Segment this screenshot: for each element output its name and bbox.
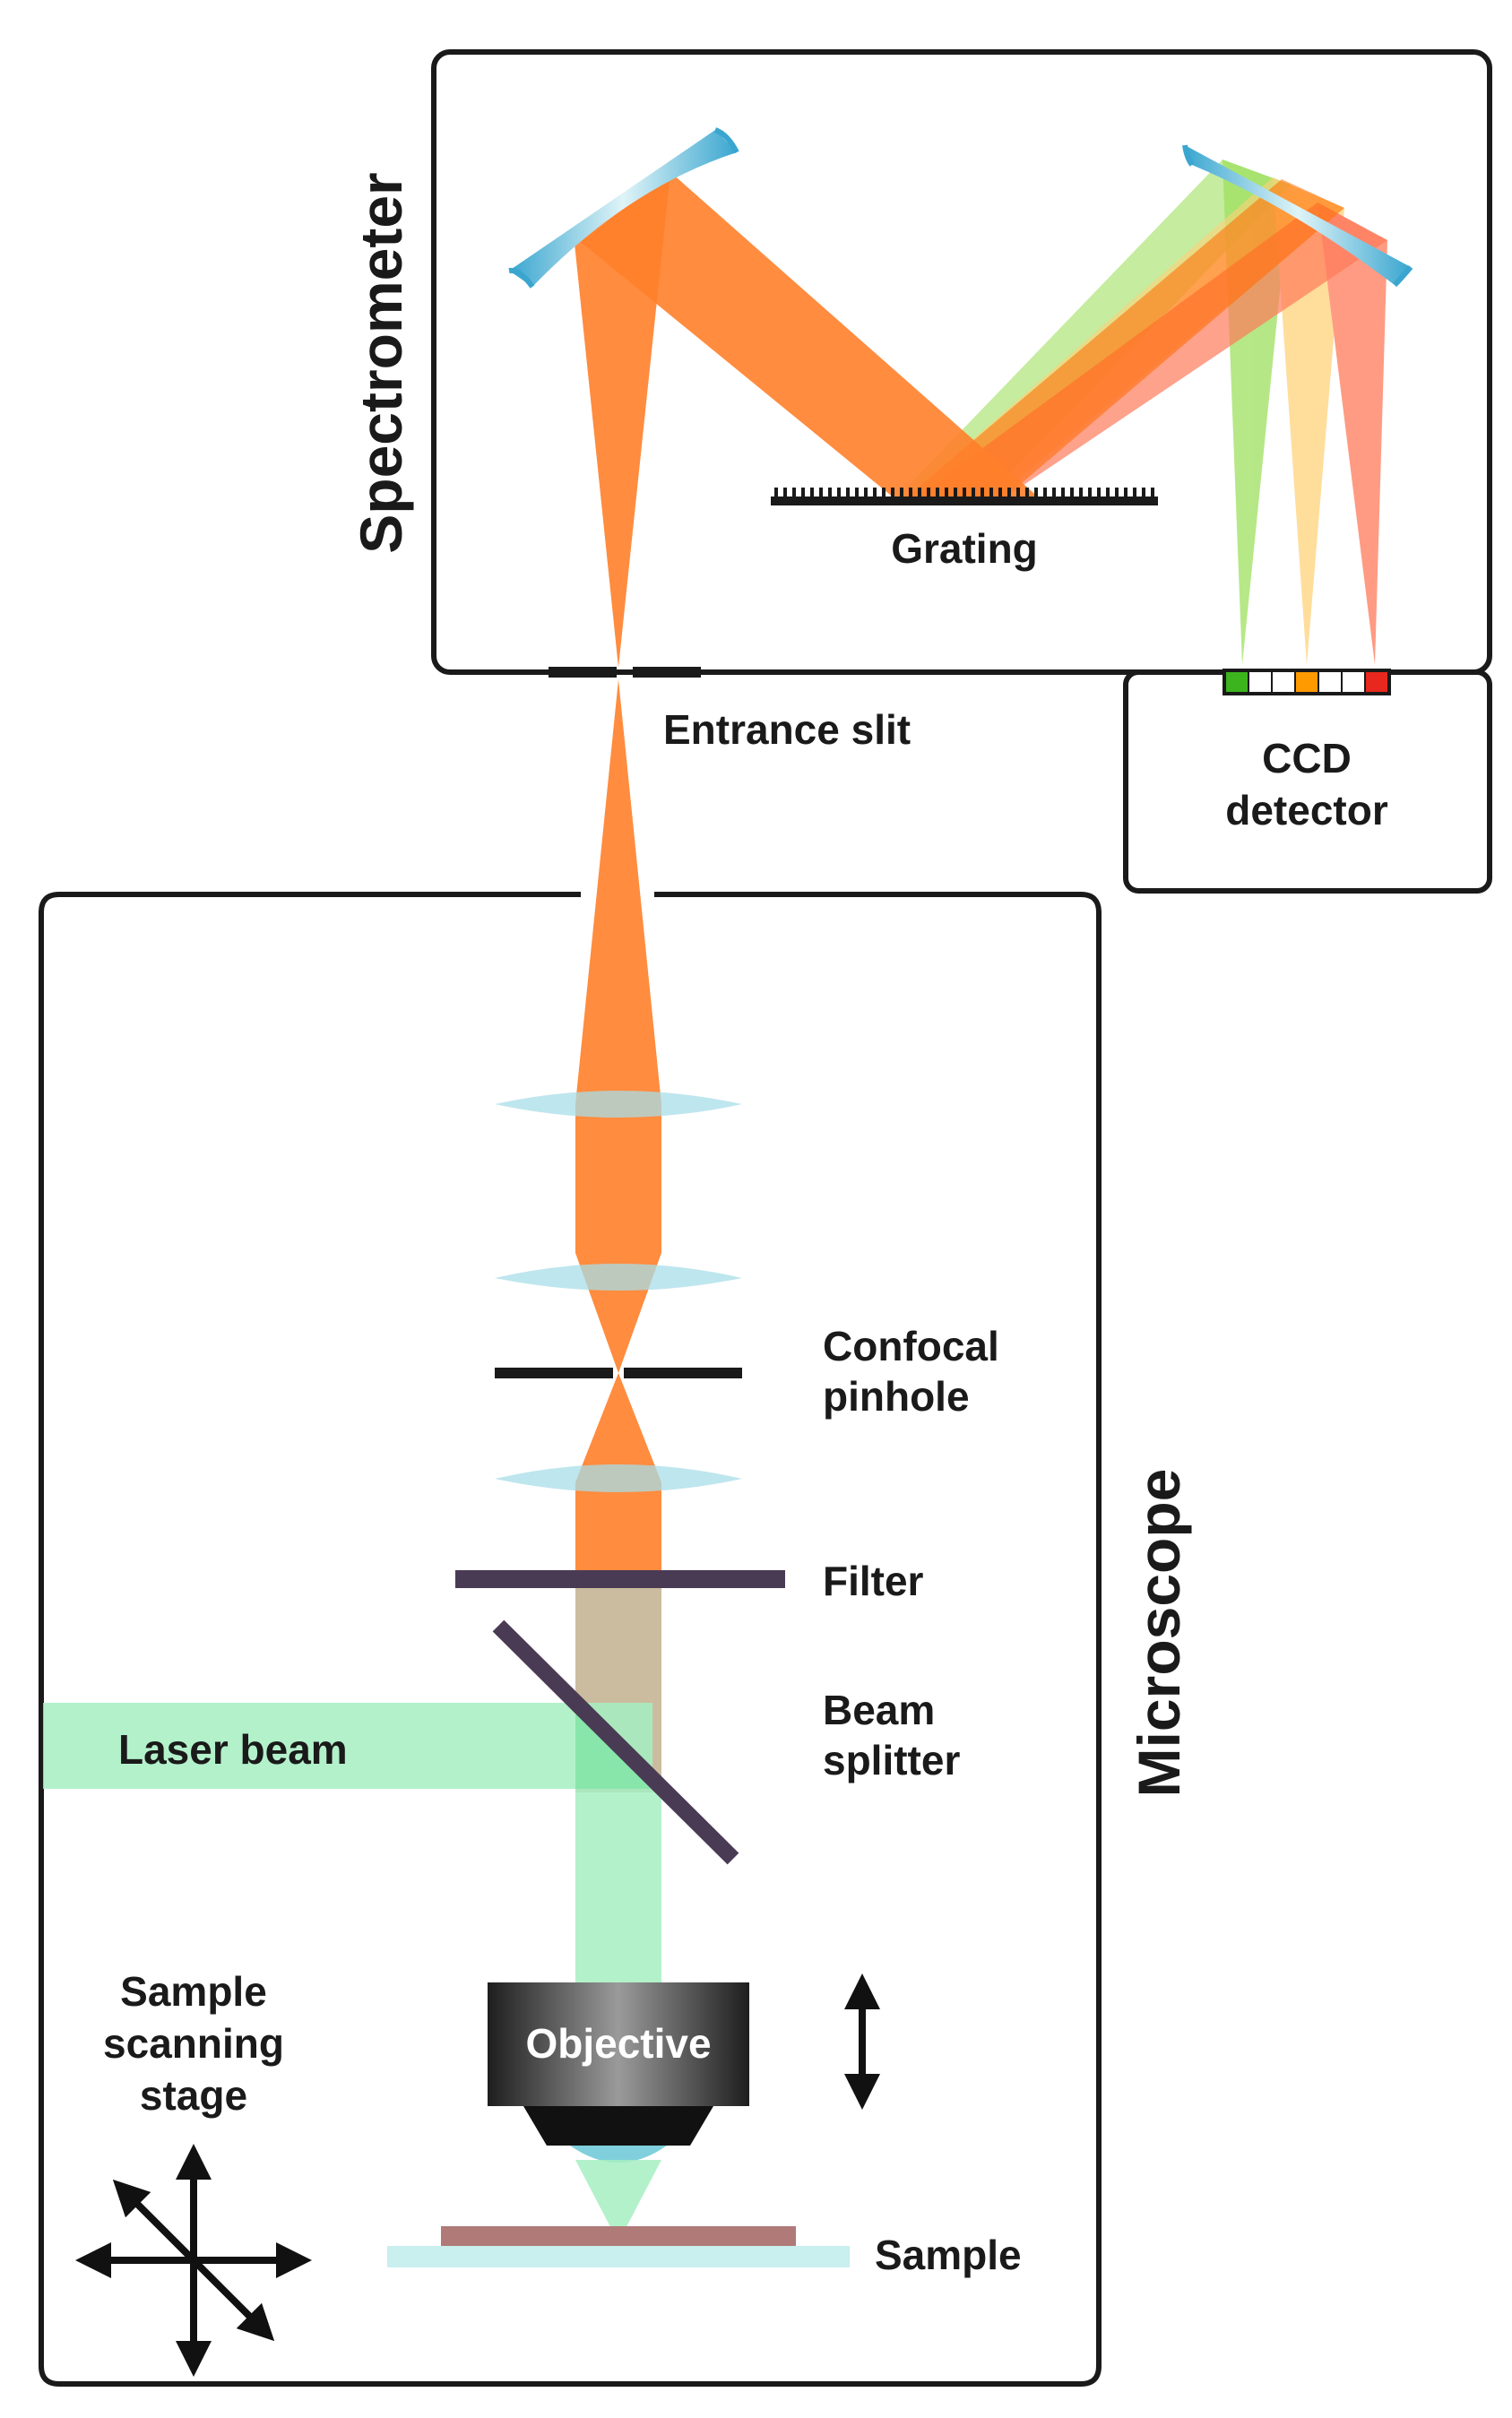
grating-label: Grating [891, 525, 1038, 572]
sample-slide [387, 2246, 850, 2267]
stage-label-line3: stage [140, 2072, 247, 2119]
objective [488, 1982, 749, 2242]
spectrometer-box [431, 49, 1492, 675]
ccd-pixel [1226, 672, 1248, 692]
confocal-label-line1: Confocal [823, 1323, 999, 1369]
laser-beam-label: Laser beam [118, 1726, 348, 1773]
beam-splitter [492, 1619, 739, 1865]
ccd-pixel [1319, 672, 1341, 692]
ccd-detector-box [1123, 669, 1492, 894]
entrance-cone-upper [574, 172, 670, 668]
laser-beam [43, 1703, 652, 1789]
ccd-pixel [1296, 672, 1318, 692]
ccd-label-line1: CCD [1262, 735, 1352, 782]
ccd-label-line2: detector [1225, 787, 1388, 833]
ccd-pixel [1249, 672, 1271, 692]
stage-label-line1: Sample [120, 1968, 267, 2015]
focus-cone-sample [575, 2160, 661, 2242]
entrance-slit-label: Entrance slit [663, 706, 911, 753]
collimated-beam [581, 172, 1040, 498]
collimated-beam-lower [575, 1482, 661, 1581]
red-ray [1318, 203, 1387, 665]
stage-label-line2: scanning [103, 2020, 284, 2067]
beam-splitter-label-line1: Beam [823, 1687, 935, 1733]
ccd-pixel [1273, 672, 1294, 692]
lenses [495, 1091, 742, 1492]
collimated-beam-upper [575, 1104, 661, 1253]
ccd-pixel [1366, 672, 1387, 692]
xyz-arrows-icon [75, 2144, 312, 2377]
entrance-cone-lower [575, 679, 661, 1104]
ccd-pixel [1343, 672, 1364, 692]
beam-splitter-label-line2: splitter [823, 1737, 960, 1783]
entrance-slit [549, 667, 701, 678]
grating-to-mirror-beams [896, 160, 1387, 498]
filter-label: Filter [823, 1558, 924, 1604]
lens-3 [495, 1464, 742, 1492]
lens-2 [495, 1264, 742, 1291]
filter-bar [455, 1570, 785, 1588]
microscope-box [39, 892, 1102, 2387]
sample [441, 2226, 796, 2246]
right-mirror [1182, 144, 1413, 288]
microscope-label: Microscope [1126, 1469, 1192, 1798]
left-mirror [508, 127, 739, 289]
spectrometer-label: Spectrometer [348, 172, 414, 554]
confocal-pinhole [495, 1368, 742, 1378]
focus-cone-from-pinhole [575, 1373, 661, 1482]
objective-label: Objective [525, 2020, 711, 2067]
ccd-pixel-array [1223, 669, 1391, 695]
grating [771, 488, 1158, 505]
confocal-label-line2: pinhole [823, 1373, 970, 1420]
sample-label: Sample [875, 2232, 1022, 2278]
laser-beam-down [575, 1789, 661, 1982]
lens-1 [495, 1091, 742, 1118]
